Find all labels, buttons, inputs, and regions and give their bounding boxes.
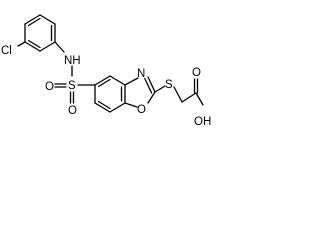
bond: [124, 102, 138, 108]
bond: [181, 92, 197, 103]
amine-atom-label: NH: [64, 55, 81, 67]
bond: [39, 14, 56, 25]
double-bond-inner: [97, 100, 111, 110]
chlorophenyl-ring: [24, 14, 56, 52]
oxazole-ring: N O: [124, 68, 156, 116]
bond: [124, 77, 139, 86]
bond: [24, 14, 41, 25]
sulfonyl-oxygen-label: O: [68, 105, 77, 117]
bond: [109, 75, 126, 86]
bond: [195, 92, 204, 106]
benzoxazole-benzene-ring: [94, 75, 126, 113]
bond: [24, 41, 41, 52]
double-bond-inner: [97, 78, 111, 88]
chemical-structure-diagram: Cl NH S O O N O S: [1, 14, 211, 128]
bond: [147, 91, 156, 104]
double-bond: [144, 77, 153, 94]
bond: [109, 102, 126, 113]
double-bond: [147, 76, 156, 93]
oxazole-nitrogen-label: N: [137, 68, 145, 80]
sulfonyl-sulfur-label: S: [68, 80, 76, 92]
carbonyl-oxygen-label: O: [192, 67, 201, 79]
thioether-sulfur-label: S: [165, 79, 173, 91]
bond: [94, 75, 111, 86]
bond: [54, 41, 65, 53]
double-bond-inner: [27, 17, 41, 27]
bond: [39, 41, 56, 52]
bond: [154, 85, 166, 93]
bond: [173, 86, 183, 103]
bond: [94, 102, 111, 113]
double-bond-inner: [27, 39, 41, 49]
hydroxyl-label: OH: [194, 116, 211, 128]
bond: [17, 41, 26, 47]
chlorine-atom-label: Cl: [1, 45, 12, 57]
sulfonyl-oxygen-label: O: [45, 81, 54, 93]
oxazole-oxygen-label: O: [137, 104, 146, 116]
